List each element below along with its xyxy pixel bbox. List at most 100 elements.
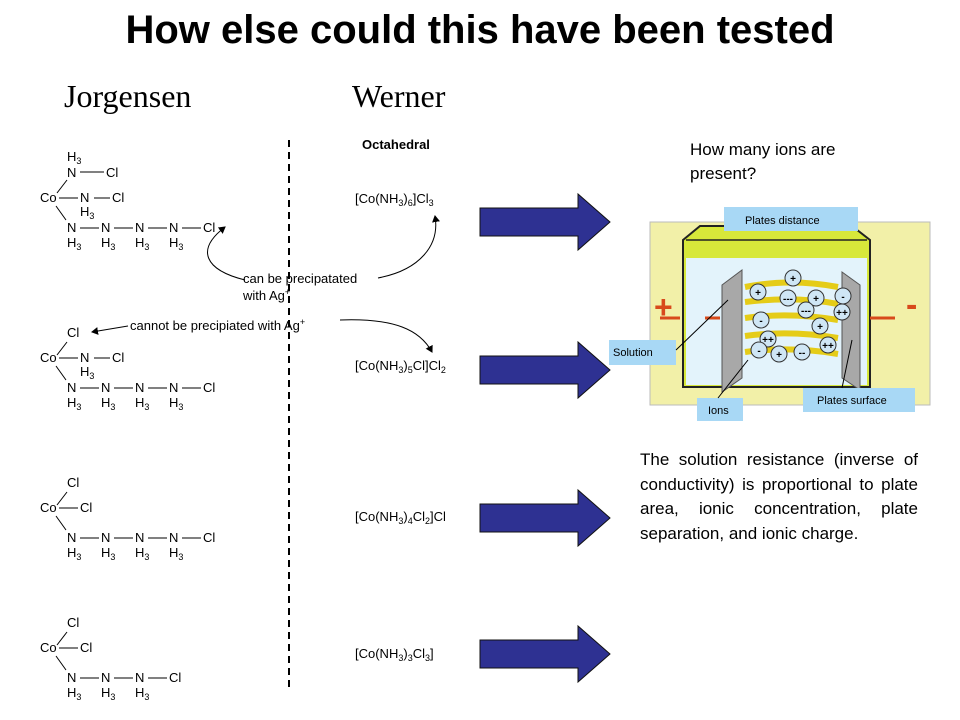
ions-label: Ions (708, 405, 729, 417)
ion: + (770, 345, 788, 363)
werner-heading: Werner (352, 78, 446, 114)
conductivity-cell-diagram: ++---+-----+++++--+++- + - Plates distan… (609, 207, 931, 421)
ion: ++ (759, 330, 777, 348)
h3-label: H3 (67, 545, 81, 562)
ion: - (750, 341, 768, 359)
n-label: N (169, 220, 178, 235)
amine-chains: NH3NH3NH3NH3ClNH3NH3NH3NH3ClNH3NH3NH3NH3… (67, 220, 215, 702)
ion: ++ (819, 336, 837, 354)
h3-label: H3 (135, 685, 149, 702)
n-label: N (101, 530, 110, 545)
co-label: Co (40, 500, 57, 515)
solution-label: Solution (613, 347, 653, 359)
right-arrow (479, 624, 611, 684)
ion: + (749, 283, 767, 301)
precip-note-line1: can be precipatated (243, 271, 357, 286)
svg-text:+: + (817, 322, 823, 333)
h3-label: H3 (80, 204, 94, 221)
cl-label: Cl (67, 475, 79, 490)
noprecip-note: cannot be precipiated with Ag+ (130, 317, 305, 333)
plate-left (721, 269, 743, 393)
solution-pointer (675, 299, 729, 351)
jorgensen-structure-2: Cl Co N Cl H3 (40, 325, 124, 381)
plates-distance-label: Plates distance (745, 215, 820, 227)
werner-formula: [Co(NH3)3Cl3] (355, 646, 434, 663)
svg-text:---: --- (783, 294, 793, 305)
cl-label: Cl (203, 220, 215, 235)
negative-terminal-sign: - (906, 286, 917, 324)
svg-text:+: + (776, 350, 782, 361)
h3-label: H3 (67, 395, 81, 412)
werner-formulas: [Co(NH3)6]Cl3[Co(NH3)5Cl]Cl2[Co(NH3)4Cl2… (355, 191, 446, 663)
svg-text:--: -- (799, 348, 806, 359)
n-label: N (67, 220, 76, 235)
n-label: N (67, 165, 76, 180)
cl-label: Cl (112, 350, 124, 365)
cl-label: Cl (203, 380, 215, 395)
ion: - (752, 311, 770, 329)
solution-box (609, 340, 676, 365)
n-label: N (101, 380, 110, 395)
bond (56, 491, 68, 506)
noprecip-arrow-right (339, 319, 433, 353)
n-label: N (135, 220, 144, 235)
cl-label: Cl (80, 500, 92, 515)
ions-box (697, 398, 743, 421)
bond (55, 365, 67, 381)
plates-distance-box (724, 207, 858, 231)
ion: --- (797, 301, 815, 319)
h3-label: H3 (169, 545, 183, 562)
co-label: Co (40, 190, 57, 205)
h3-label: H3 (135, 235, 149, 252)
slide-title: How else could this have been tested (125, 8, 835, 52)
svg-text:++: ++ (762, 335, 774, 346)
svg-text:-: - (759, 316, 762, 327)
jorgensen-structure-3: Cl Co Cl (40, 475, 92, 531)
solution-fill (686, 258, 867, 385)
resistance-explanation: The solution resistance (inverse of cond… (640, 450, 918, 543)
cl-label: Cl (106, 165, 118, 180)
svg-text:++: ++ (822, 341, 834, 352)
bond (55, 515, 67, 531)
ion-count-question: How many ions are present? (690, 140, 836, 183)
noprecip-arrow-left (91, 325, 129, 335)
werner-formula: [Co(NH3)6]Cl3 (355, 191, 434, 208)
h3-label: H3 (135, 545, 149, 562)
n-label: N (135, 380, 144, 395)
ions-group: ++---+-----+++++--+++- (749, 269, 852, 363)
bond (56, 341, 68, 356)
cl-label: Cl (169, 670, 181, 685)
cl-label: Cl (203, 530, 215, 545)
ion: - (834, 287, 852, 305)
plates-surface-pointer (841, 339, 853, 389)
ion: + (784, 269, 802, 287)
bond (55, 655, 67, 671)
co-label: Co (40, 640, 57, 655)
plates-surface-box (803, 388, 915, 412)
n-label: N (101, 670, 110, 685)
right-arrow (479, 340, 611, 400)
h3-label: H3 (80, 364, 94, 381)
n-label: N (169, 530, 178, 545)
svg-text:++: ++ (836, 308, 848, 319)
plates-surface-label: Plates surface (817, 395, 887, 407)
h3-label: H3 (135, 395, 149, 412)
svg-text:+: + (813, 294, 819, 305)
h3-label: H3 (67, 235, 81, 252)
n-label: N (169, 380, 178, 395)
cl-label: Cl (112, 190, 124, 205)
jorgensen-heading: Jorgensen (64, 78, 192, 114)
n-label: N (135, 670, 144, 685)
h3-label: H3 (169, 395, 183, 412)
jorgensen-structure-4: Cl Co Cl (40, 615, 92, 671)
svg-text:-: - (841, 292, 844, 303)
ion: -- (793, 343, 811, 361)
h3-label: H3 (67, 685, 81, 702)
precip-note-line2: with Ag+ (242, 287, 290, 303)
bond (56, 631, 68, 646)
cl-label: Cl (67, 615, 79, 630)
